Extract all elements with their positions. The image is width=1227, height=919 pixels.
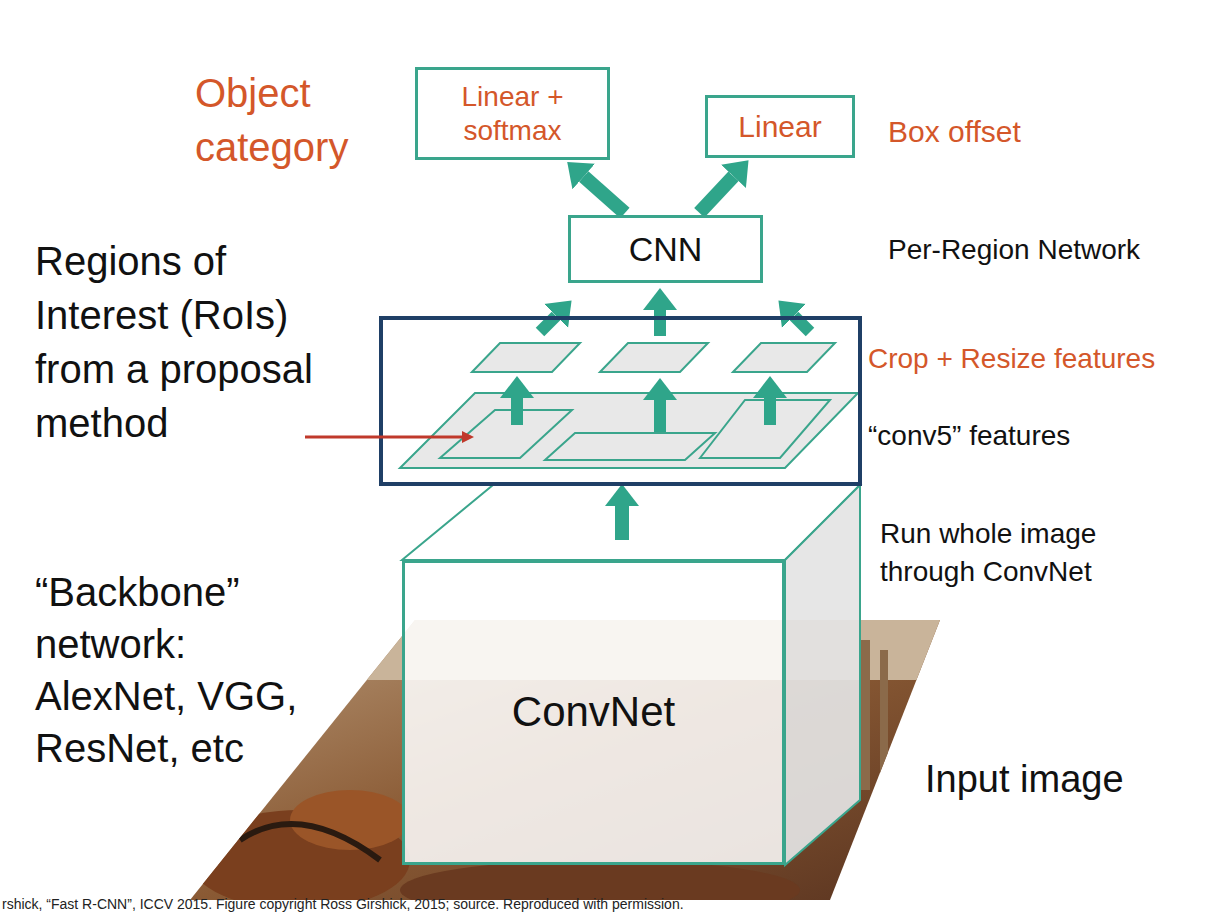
caption: rshick, “Fast R-CNN”, ICCV 2015. Figure … bbox=[2, 895, 684, 913]
box-text: ConvNet bbox=[512, 687, 675, 737]
backbone-box: ConvNet bbox=[402, 560, 785, 865]
feature-map bbox=[400, 393, 858, 468]
flow-arrow bbox=[699, 176, 733, 213]
stage-label: Input image bbox=[925, 755, 1124, 804]
box-text: Linear bbox=[738, 109, 821, 145]
flow-arrow bbox=[764, 398, 776, 425]
convnet-block bbox=[402, 485, 860, 865]
stage-label: Per-Region Network bbox=[888, 232, 1140, 268]
box-text: Linear + softmax bbox=[428, 80, 597, 147]
annotation: Run whole image through ConvNet bbox=[880, 515, 1180, 591]
pointer-arrow bbox=[305, 436, 462, 439]
stage-label: Crop + Resize features bbox=[868, 341, 1155, 377]
flow-arrow bbox=[511, 398, 523, 425]
output-label: Object category bbox=[195, 66, 395, 174]
output-box: Linear bbox=[705, 95, 855, 158]
flow-arrow bbox=[654, 310, 666, 336]
stage-label: “conv5” features bbox=[868, 418, 1070, 454]
highlight-box bbox=[381, 318, 860, 484]
output-box: Linear + softmax bbox=[415, 67, 610, 160]
flow-arrow bbox=[654, 400, 666, 432]
cropped-features bbox=[472, 343, 835, 372]
output-label: Box offset bbox=[888, 112, 1021, 151]
annotation: “Backbone” network: AlexNet, VGG, ResNet… bbox=[35, 566, 325, 774]
box-text: CNN bbox=[629, 229, 703, 270]
network-box: CNN bbox=[568, 215, 763, 283]
flow-arrow bbox=[615, 506, 629, 540]
annotation: Regions of Interest (RoIs) from a propos… bbox=[35, 234, 355, 450]
flow-arrow bbox=[584, 177, 625, 213]
